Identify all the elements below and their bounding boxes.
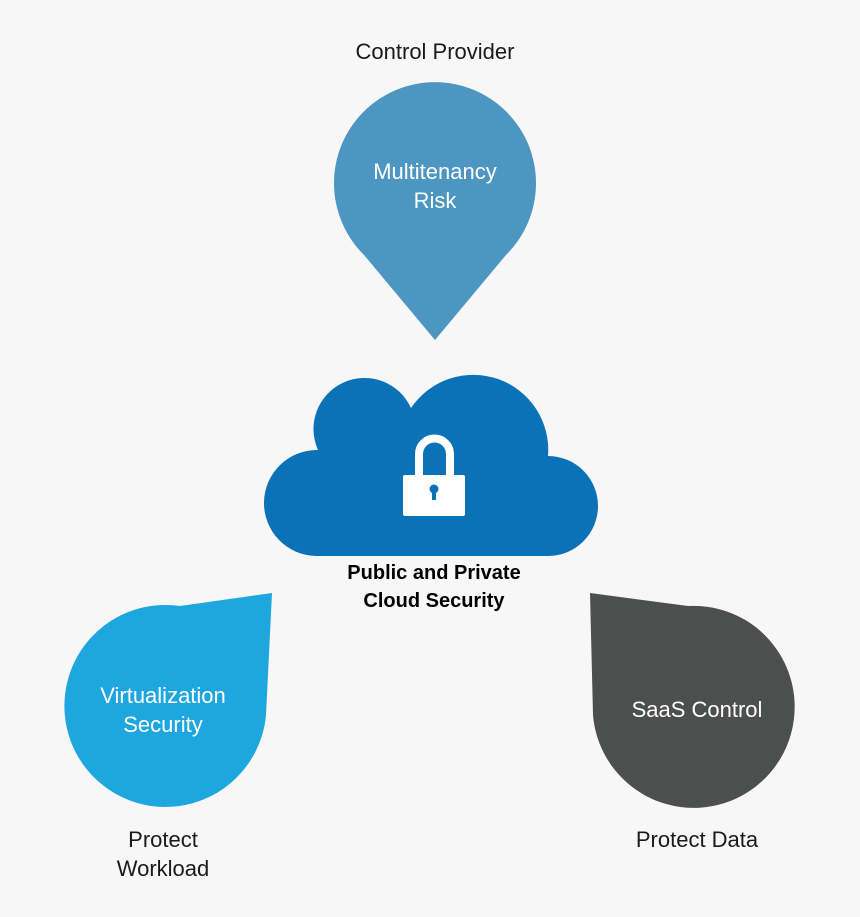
lock-icon [403,434,465,516]
protect-data-label: Protect Data [635,827,759,852]
multitenancy-label-line2: Risk [413,188,457,213]
virtualization-label-line2: Security [123,712,203,737]
lock-shackle [415,434,454,476]
center-title-line1: Public and Private [347,562,521,584]
cloud-icon [263,374,598,556]
saas-control-droplet [590,593,795,808]
virtualization-security-droplet [64,593,272,807]
cloud-shape [263,374,598,556]
keyhole-slot [432,490,436,500]
protect-workload-line2: Workload [116,856,210,881]
center-title-line2: Cloud Security [363,590,505,612]
control-provider-label: Control Provider [355,39,515,64]
multitenancy-label-line1: Multitenancy [373,159,497,184]
protect-workload-line1: Protect [128,827,198,852]
virtualization-label-line1: Virtualization [100,683,226,708]
keyhole-top [429,484,439,494]
saas-control-label: SaaS Control [631,697,763,722]
multitenancy-risk-droplet [334,82,536,340]
